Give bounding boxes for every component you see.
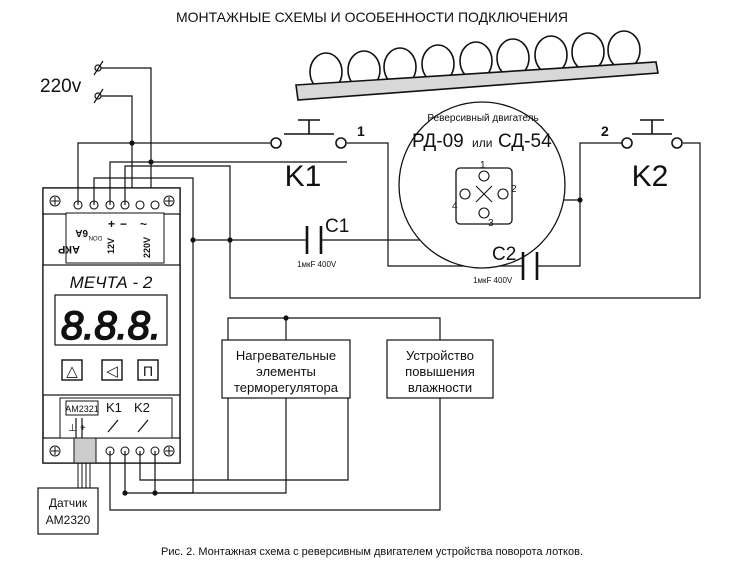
capacitor-c2 — [521, 252, 539, 280]
device-display — [54, 294, 168, 346]
motor — [398, 101, 566, 269]
terminal-12v: 12V — [106, 238, 116, 254]
device-name: МЕЧТА - 2 — [70, 273, 153, 292]
up-button-icon: △ — [66, 363, 78, 380]
sensor-cable — [77, 463, 91, 488]
bottom-k2: K2 — [134, 400, 150, 415]
motor-pin-1: 1 — [480, 160, 486, 171]
capacitor-c1-label: C1 — [325, 216, 349, 237]
wire-junctions — [122, 140, 583, 496]
wiring — [77, 142, 701, 511]
heater-line-2: элементы — [256, 364, 316, 379]
up-button[interactable] — [61, 359, 83, 381]
chip-label: AM2321 — [65, 404, 99, 414]
heater-line-3: терморегулятора — [234, 380, 339, 395]
capacitor-c2-label: C2 — [492, 244, 516, 265]
egg-tray — [295, 30, 659, 101]
sensor-line-1: Датчик — [49, 496, 88, 510]
humidifier-box — [386, 339, 494, 399]
motor-model-a: РД-09 — [412, 131, 464, 152]
device-buttons[interactable] — [61, 359, 159, 381]
switch-k1-number: 1 — [357, 123, 365, 139]
back-button[interactable] — [101, 359, 123, 381]
motor-pin-3: 3 — [488, 218, 494, 229]
heater-line-1: Нагревательные — [236, 348, 336, 363]
bottom-plus: + — [80, 423, 86, 434]
motor-model-or: или — [472, 136, 492, 150]
switch-k1-label: K1 — [285, 160, 322, 193]
terminal-ac: ~ — [140, 217, 147, 231]
switch-k2 — [621, 119, 683, 149]
back-button-icon: ◁ — [106, 363, 118, 380]
capacitor-c1-value: 1мкF 400V — [297, 260, 337, 269]
controller-device: 6A + − ~ АКР DON 12V 220V МЕЧТА - 2 8.8.… — [42, 187, 181, 464]
switch-k2-label: K2 — [632, 160, 669, 193]
bottom-gnd: ⊥ — [68, 423, 77, 434]
terminal-plus: + — [108, 217, 115, 231]
terminal-220v: 220V — [142, 237, 152, 258]
motor-model-b: СД-54 — [498, 131, 552, 152]
humid-line-2: повышения — [405, 364, 475, 379]
bottom-k1: K1 — [106, 400, 122, 415]
capacitor-c1 — [305, 226, 323, 254]
program-button-icon: П — [143, 363, 153, 379]
terminal-6a: 6A — [75, 227, 88, 238]
motor-title: Реверсивный двигатель — [427, 113, 538, 124]
humid-line-3: влажности — [408, 380, 472, 395]
motor-pin-4: 4 — [452, 201, 458, 212]
sensor-line-2: AM2320 — [46, 513, 91, 527]
supply-label: 220v — [40, 76, 82, 97]
diagram-title: МОНТАЖНЫЕ СХЕМЫ И ОСОБЕННОСТИ ПОДКЛЮЧЕНИ… — [176, 9, 568, 25]
motor-pin-2: 2 — [511, 184, 517, 195]
terminal-small: DON — [89, 234, 102, 240]
sensor-box — [37, 487, 99, 535]
heater-box — [221, 339, 351, 399]
program-button[interactable] — [137, 359, 159, 381]
display-digits: 8.8.8. — [61, 304, 161, 348]
humid-line-1: Устройство — [406, 348, 474, 363]
terminal-akr: АКР — [58, 243, 80, 255]
terminal-minus: − — [120, 217, 127, 231]
supply-terminals — [93, 60, 152, 205]
figure-caption: Рис. 2. Монтажная схема с реверсивным дв… — [161, 546, 583, 558]
capacitor-c2-value: 1мкF 400V — [473, 276, 513, 285]
switch-k2-number: 2 — [601, 123, 609, 139]
switch-k1 — [270, 119, 347, 149]
